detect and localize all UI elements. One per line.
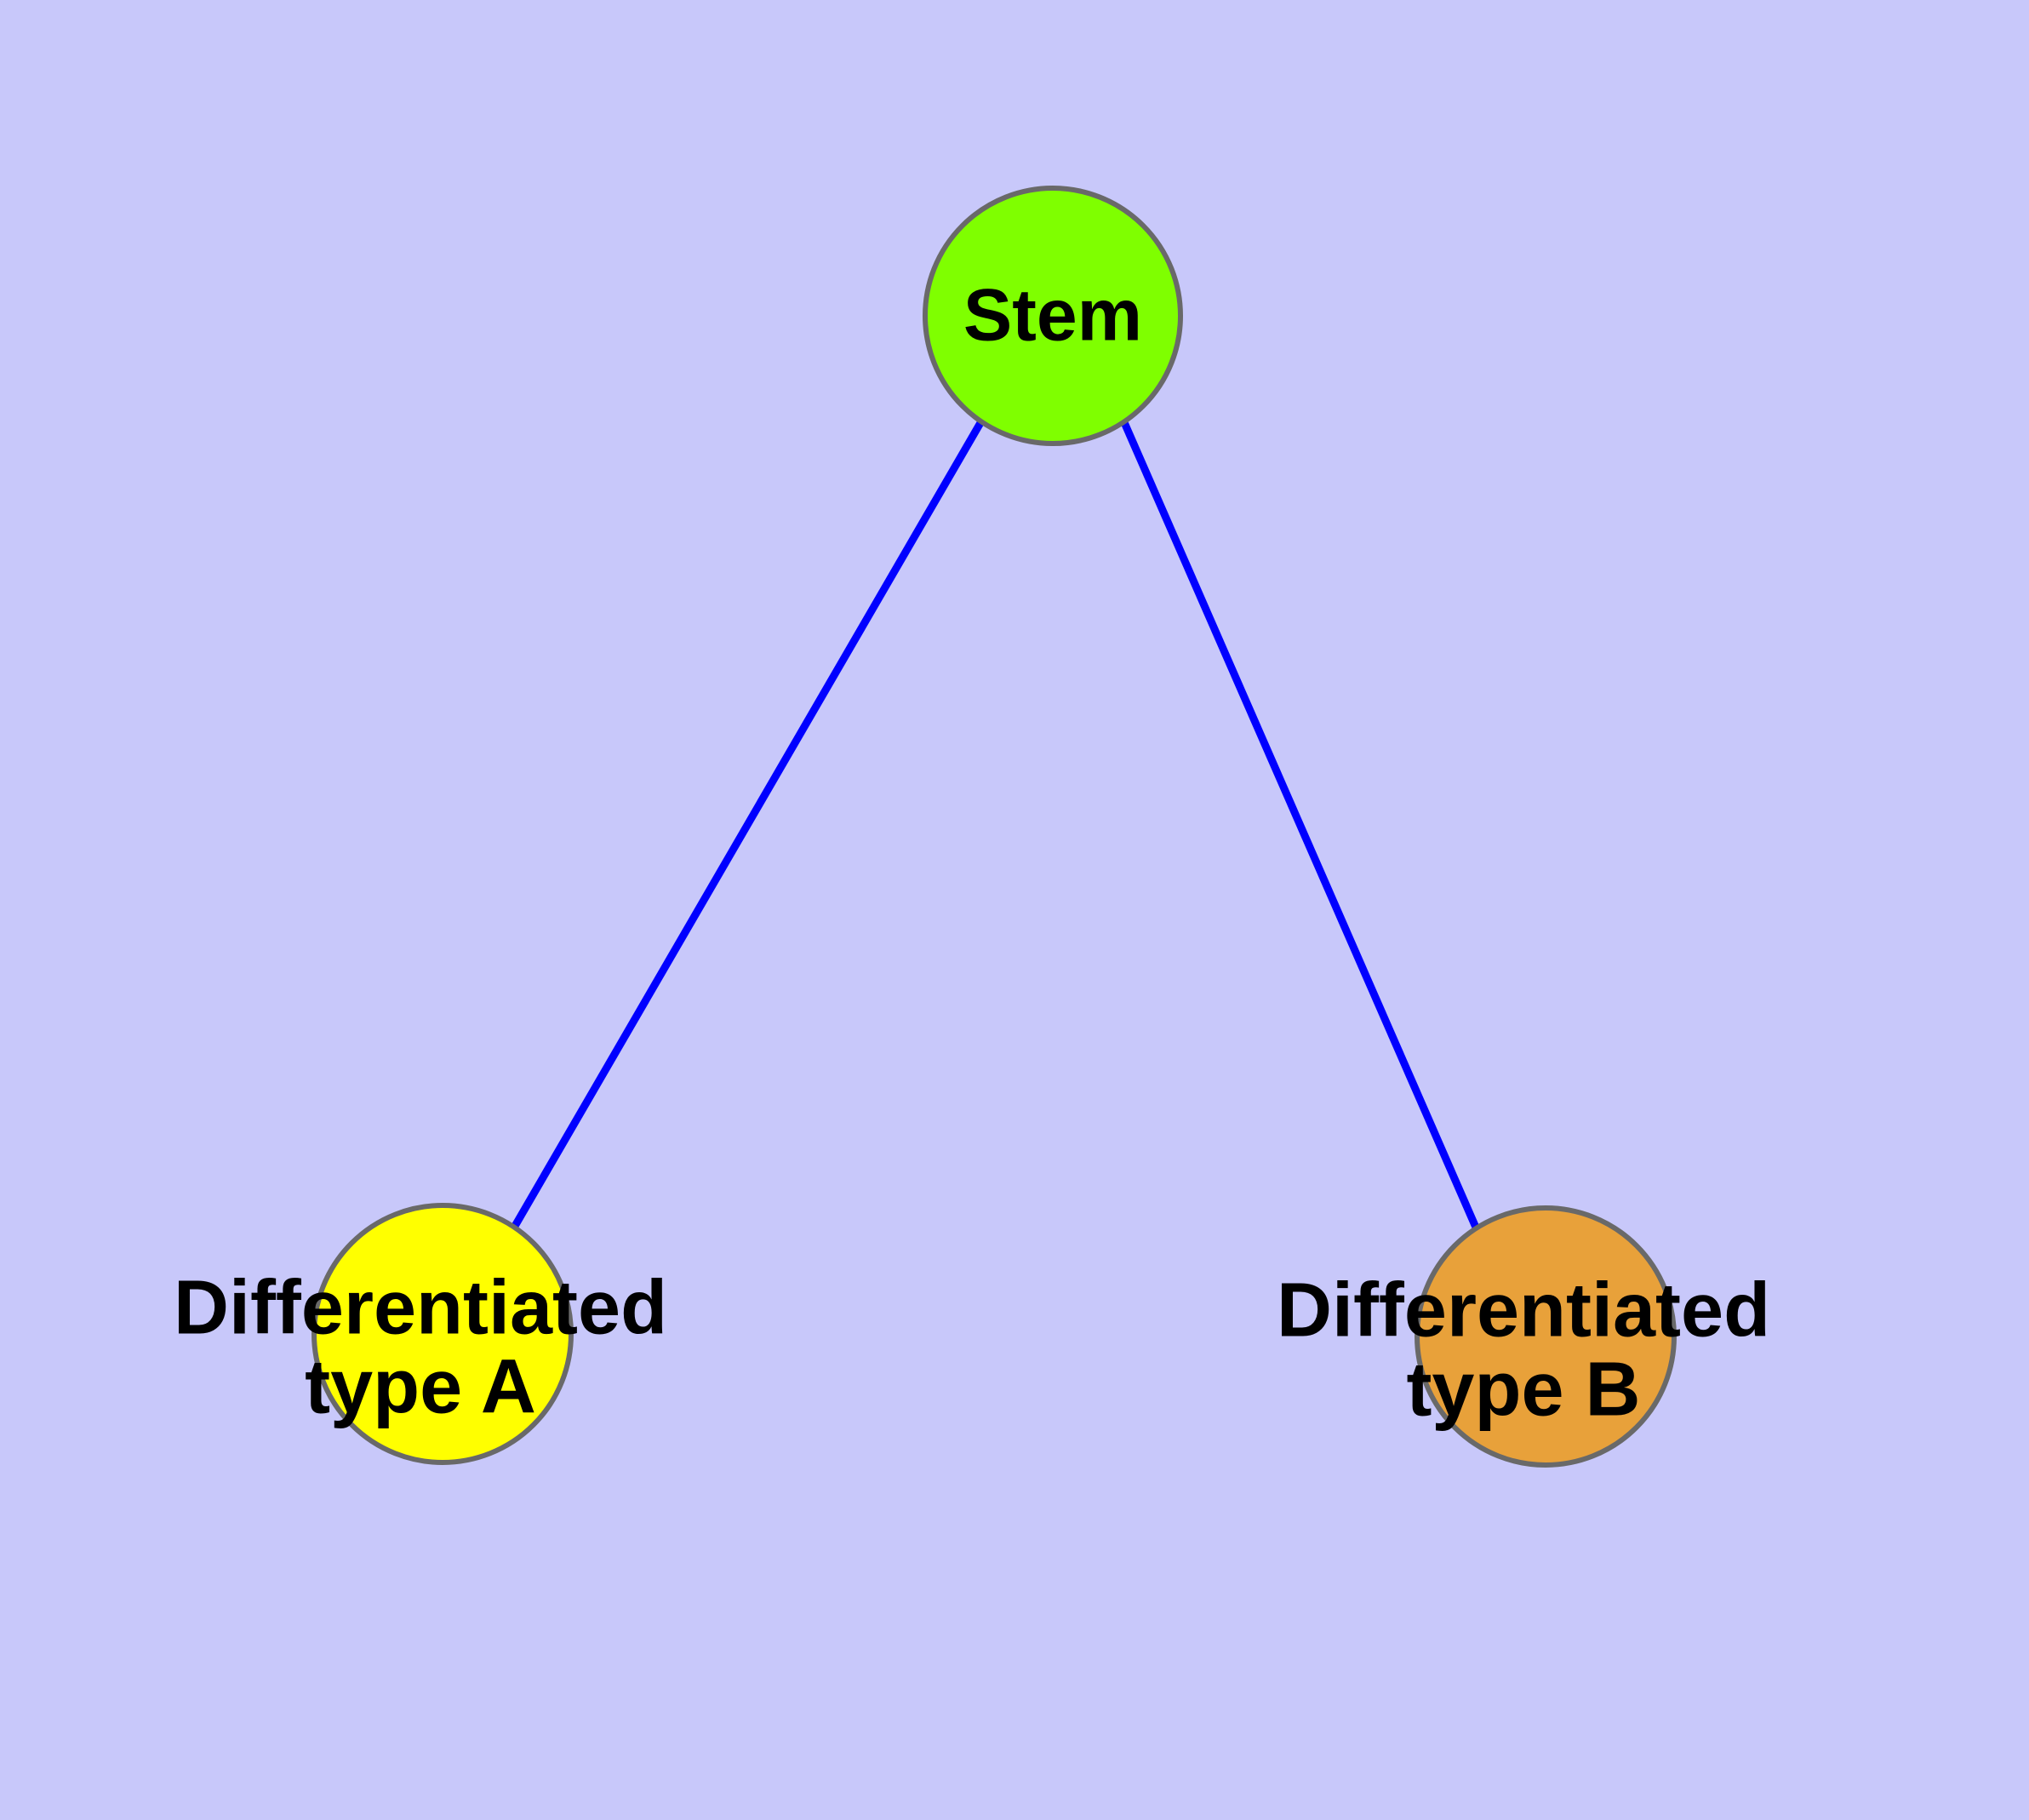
- graph-node-diff_a[interactable]: [311, 1203, 574, 1465]
- graph-edge-stem-to-diff-b: [1119, 419, 1481, 1231]
- edges-layer: [511, 419, 1481, 1231]
- graph-node-diff_b[interactable]: [1415, 1205, 1677, 1468]
- nodes-layer: [311, 186, 1677, 1468]
- graph-edge-stem-to-diff-a: [511, 419, 985, 1230]
- graph-node-stem[interactable]: [923, 186, 1183, 446]
